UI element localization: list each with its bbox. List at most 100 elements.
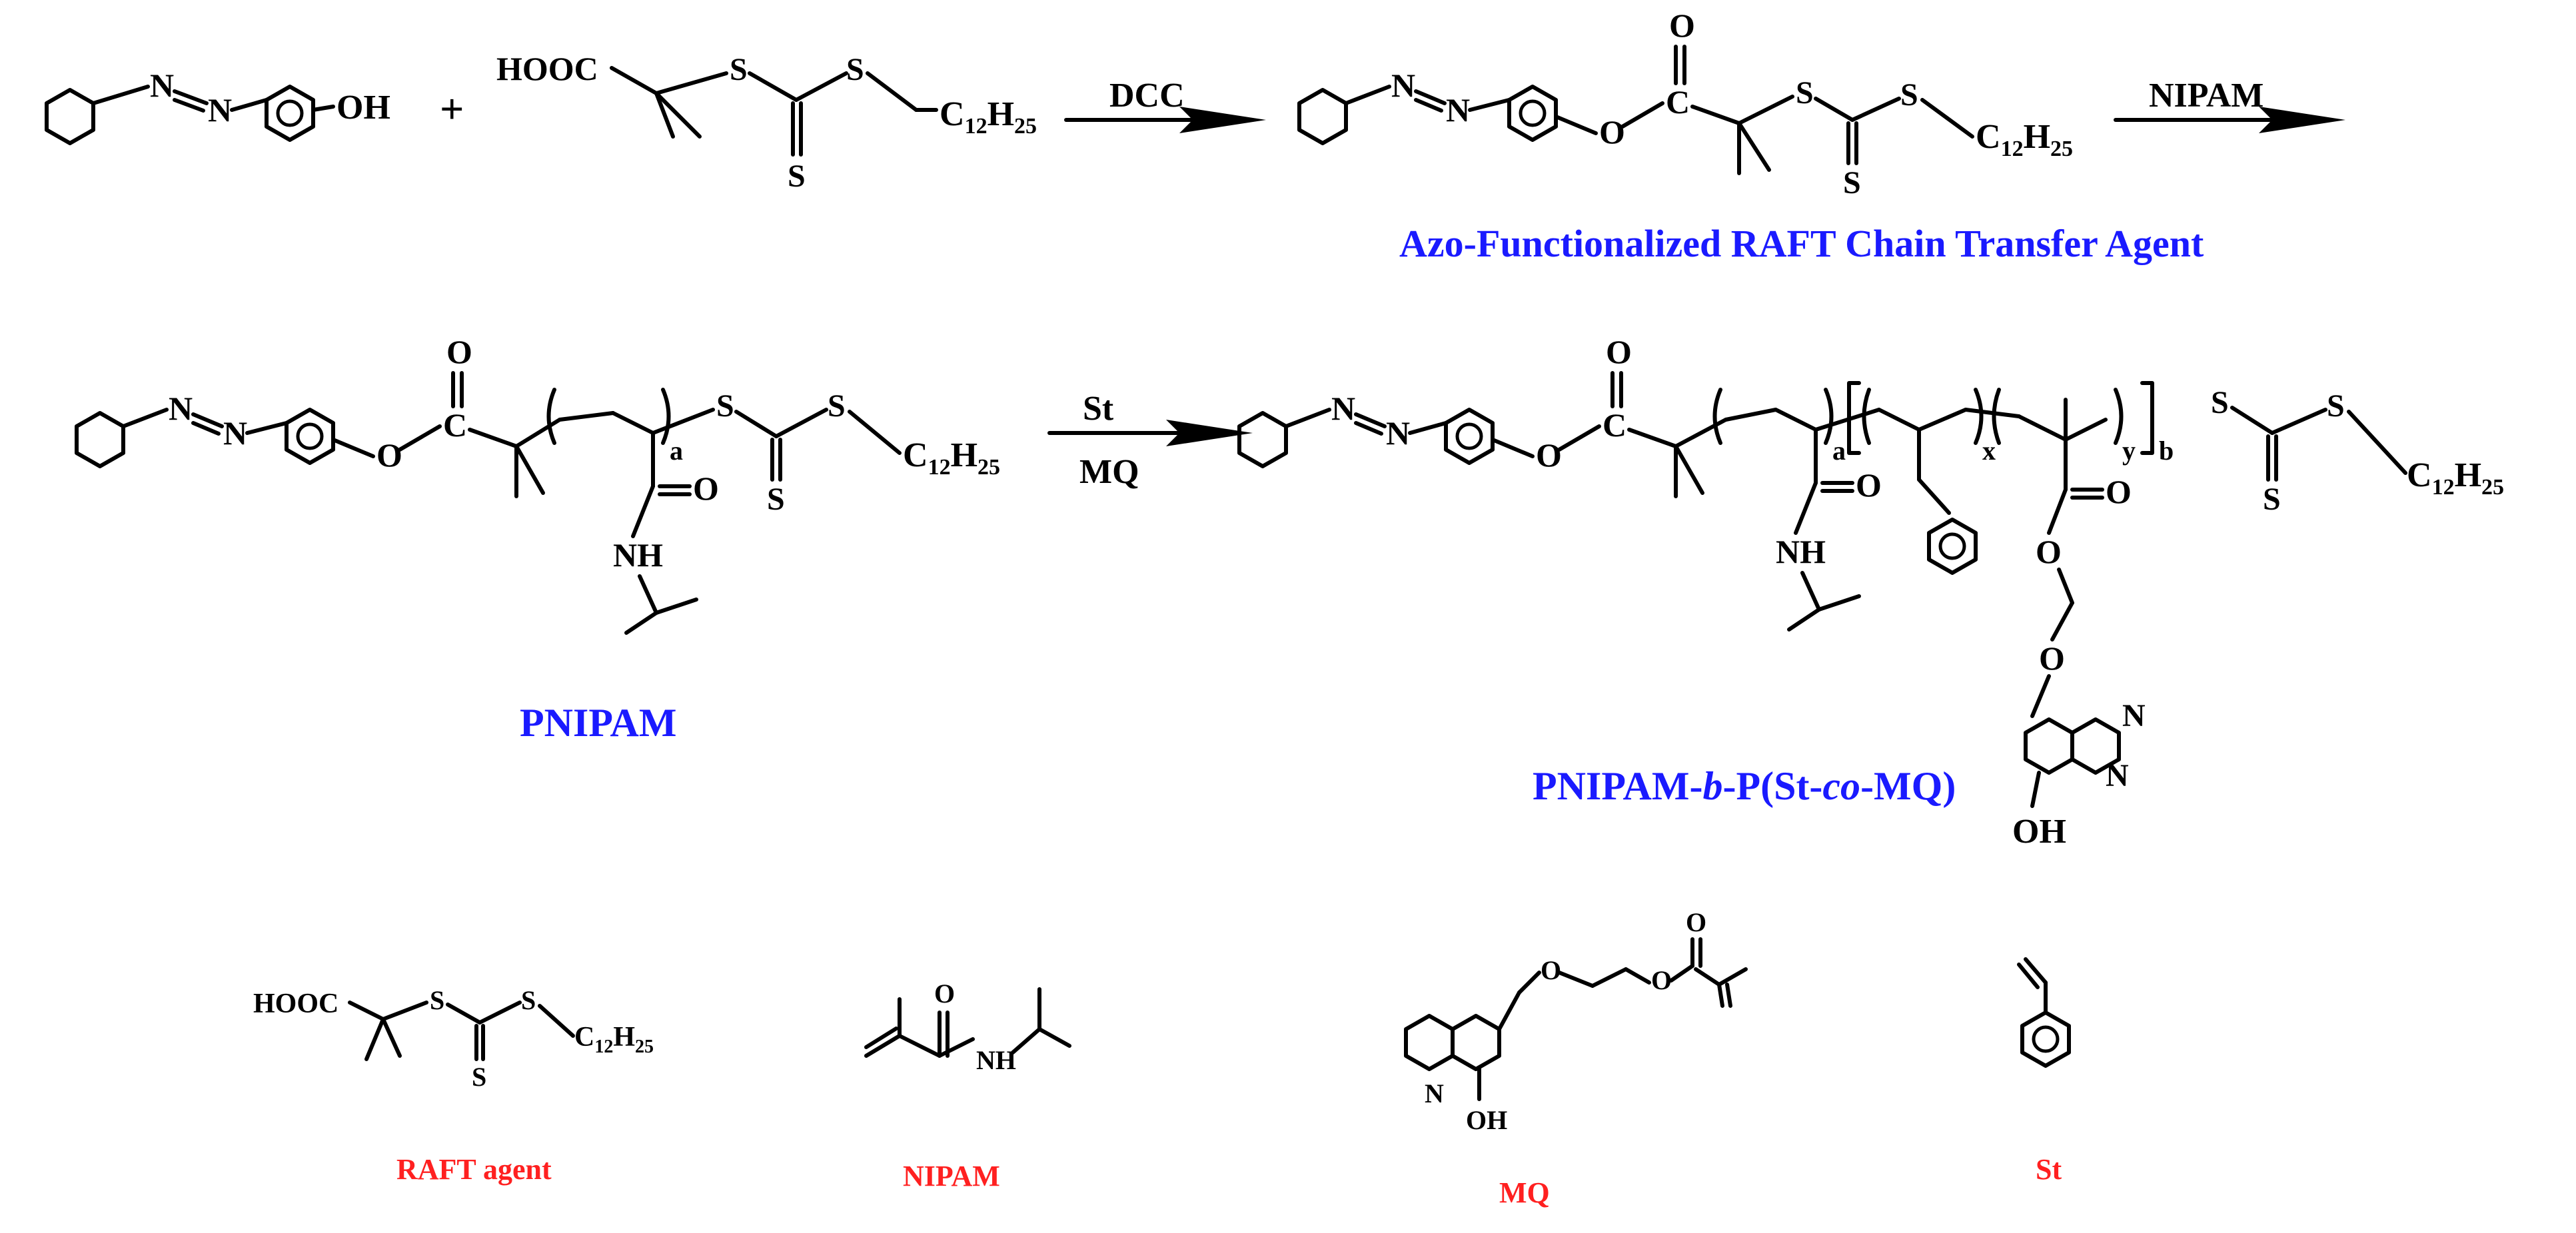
benzene-ring	[45, 88, 95, 145]
c12h25-sub2: 25	[2481, 475, 2504, 500]
c12h25-sub1: 12	[594, 1036, 613, 1057]
c12h25-sub1: 12	[965, 114, 987, 139]
c12h25-c: C	[1976, 118, 2001, 156]
c12h25-h: H	[2024, 118, 2050, 156]
atom-n: N	[1331, 390, 1355, 427]
c12h25-h: H	[613, 1022, 635, 1052]
c12h25-sub2: 25	[2050, 137, 2073, 161]
carbonyl-c: C	[1666, 83, 1690, 121]
quinoline-ring	[1404, 1014, 1455, 1071]
atom-s: S	[430, 985, 444, 1015]
phenyl-ring	[285, 408, 335, 465]
carbonyl-c: C	[443, 406, 467, 444]
block-mid: -P(St-	[1722, 764, 1822, 808]
c12h25-sub2: 25	[1014, 114, 1037, 139]
benzene-ring	[75, 411, 125, 468]
atom-o: O	[1599, 113, 1625, 151]
bracket-b-close	[2140, 381, 2154, 455]
atom-hooc: HOOC	[253, 989, 338, 1019]
c12h25-h: H	[2455, 456, 2481, 494]
azo-cta-product: N N O C O S S S C12H25	[1297, 7, 2073, 201]
monomer-styrene	[2017, 957, 2071, 1068]
subscript-b: b	[2159, 436, 2174, 466]
atom-s: S	[846, 52, 864, 87]
atom-oh: OH	[1466, 1105, 1507, 1135]
raft-agent-reactant: HOOC S S S C12H25	[496, 50, 1037, 194]
atom-n: N	[1425, 1078, 1444, 1108]
atom-oh: OH	[2012, 813, 2066, 851]
atom-oh: OH	[336, 89, 390, 127]
c12h25-c: C	[574, 1022, 594, 1052]
atom-o: O	[1536, 436, 1562, 474]
ester-o: O	[1651, 965, 1672, 995]
label-block-copolymer: PNIPAM-b-P(St-co-MQ)	[1533, 764, 1956, 808]
atom-nh: NH	[613, 536, 663, 574]
atom-n: N	[2122, 698, 2146, 733]
atom-s: S	[716, 388, 734, 424]
phenol-ring	[265, 85, 315, 142]
c12h25-c: C	[903, 436, 928, 474]
label-raft-agent: RAFT agent	[396, 1153, 552, 1186]
block-co: co	[1822, 764, 1860, 808]
atom-o: O	[376, 436, 402, 474]
block-suffix: -MQ)	[1860, 764, 1956, 808]
styrene-ring	[1927, 518, 1978, 575]
atom-s: S	[828, 388, 846, 424]
reagent-st: St	[1083, 390, 1114, 428]
atom-n: N	[2106, 758, 2129, 793]
atom-s: S	[788, 159, 806, 194]
azophenol: N N OH	[45, 67, 390, 145]
atom-s: S	[2211, 385, 2229, 420]
chain-c12h25: C12H25	[903, 436, 1000, 480]
atom-n: N	[1446, 91, 1470, 129]
ether-o: O	[2039, 639, 2065, 677]
carbonyl-c: C	[1603, 406, 1626, 444]
pyridine-ring	[1451, 1014, 1501, 1071]
monomer-mq: N OH O O O	[1404, 907, 1748, 1135]
arrow-nipam: NIPAM	[2114, 77, 2345, 133]
c12h25-c: C	[2407, 456, 2432, 494]
subscript-a: a	[1832, 436, 1846, 466]
atom-s: S	[1900, 77, 1918, 113]
ether-o: O	[1541, 955, 1561, 985]
ester-o: O	[2106, 473, 2132, 510]
block-copolymer-product: N N O C O a O NH	[1237, 333, 2504, 851]
atom-s: S	[521, 985, 536, 1015]
label-st-monomer: St	[2036, 1153, 2062, 1186]
atom-s: S	[472, 1062, 486, 1092]
monomer-raft-agent: HOOC S S S C12H25	[253, 985, 654, 1092]
c12h25-sub1: 12	[2001, 137, 2024, 161]
atom-nh: NH	[1776, 533, 1826, 570]
reagent-dcc: DCC	[1109, 77, 1185, 115]
benzene-ring	[1237, 411, 1288, 468]
c12h25-h: H	[987, 95, 1014, 133]
amide-o: O	[1856, 466, 1882, 504]
c12h25-h: H	[951, 436, 977, 474]
chain-c12h25: C12H25	[2407, 456, 2504, 500]
atom-n: N	[208, 91, 232, 129]
carbonyl-o: O	[446, 333, 472, 370]
subscript-y: y	[2122, 436, 2136, 466]
carbonyl-o: O	[1686, 907, 1706, 937]
chain-c12h25: C12H25	[940, 95, 1037, 139]
atom-hooc: HOOC	[496, 50, 598, 87]
monomer-nipam: O NH	[864, 979, 1071, 1075]
label-azo-cta: Azo-Functionalized RAFT Chain Transfer A…	[1399, 222, 2204, 265]
benzene-ring	[2020, 1011, 2071, 1068]
phenyl-ring	[1444, 408, 1495, 465]
plus-sign: +	[440, 85, 464, 133]
ester-o: O	[2036, 533, 2062, 570]
chain-c12h25: C12H25	[574, 1022, 654, 1057]
c12h25-sub2: 25	[635, 1036, 654, 1057]
pnipam-product: N N O C O a S O NH	[75, 333, 1000, 635]
subscript-x: x	[1982, 436, 1996, 466]
label-pnipam: PNIPAM	[520, 701, 677, 745]
atom-n: N	[169, 390, 193, 427]
atom-s: S	[767, 482, 785, 517]
amide-o: O	[934, 979, 955, 1009]
atom-s: S	[1843, 165, 1861, 201]
block-prefix: PNIPAM-	[1533, 764, 1702, 808]
c12h25-c: C	[940, 95, 965, 133]
c12h25-sub1: 12	[2432, 475, 2455, 500]
